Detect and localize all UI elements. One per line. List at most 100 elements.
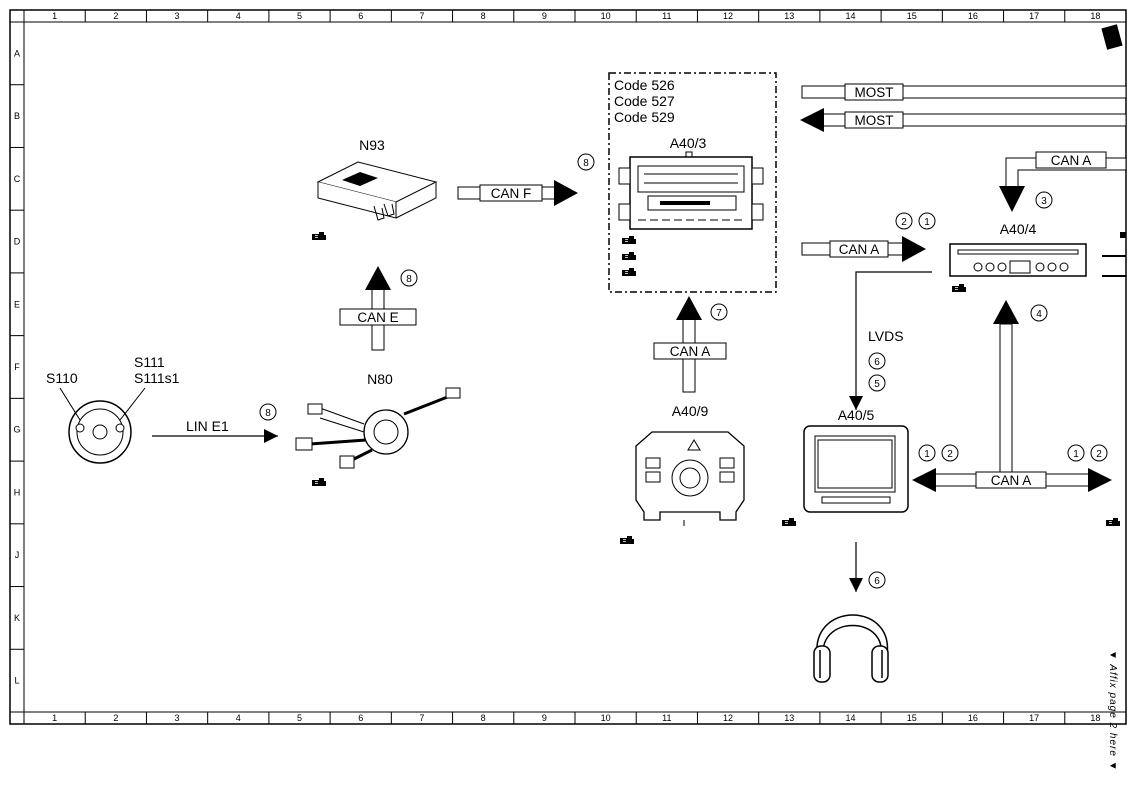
steering-wheel-icon: S111 S111s1 S110 [46,354,180,464]
most-bus-bottom: MOST [800,108,1127,132]
row-letter: J [15,550,20,560]
can-e-label: CAN E [357,310,398,325]
most-bus-top: MOST [801,83,1127,101]
svg-text:6: 6 [874,357,880,368]
column-number: 9 [542,11,547,21]
lin-e1-label: LIN E1 [186,418,229,434]
a40-3-head-unit: A40/3 [618,135,764,230]
svg-text:2: 2 [947,449,953,460]
column-number: 3 [175,11,180,21]
can-a-bus-vertical [993,300,1019,475]
column-number: 17 [1029,11,1039,21]
n80-reference-icon [311,477,327,487]
marker-6-headphones: 6 [868,571,886,589]
column-number: 5 [297,713,302,723]
row-letter: D [14,237,21,247]
can-e-bus: CAN E [339,266,417,351]
column-number: 3 [175,713,180,723]
a40-4-label: A40/4 [1000,221,1037,237]
column-number: 15 [907,713,917,723]
column-number: 17 [1029,713,1039,723]
a40-3-reference-icon-2 [621,251,637,261]
a40-3-label: A40/3 [670,135,707,151]
column-number: 4 [236,713,241,723]
svg-text:8: 8 [406,274,412,285]
svg-text:8: 8 [583,158,589,169]
n93-label: N93 [359,137,385,153]
svg-text:1: 1 [1073,449,1079,460]
column-number: 13 [784,713,794,723]
row-letter: K [14,613,20,623]
marker-1-a40-4: 1 [918,212,936,230]
marker-6-lvds: 6 [868,352,886,370]
s111s1-label: S111s1 [134,370,180,386]
column-number: 2 [113,11,118,21]
a40-5-display: A40/5 [803,407,909,513]
column-number: 11 [662,11,671,21]
row-letter: E [14,299,20,309]
row-letter: L [14,676,19,686]
column-number: 13 [784,11,794,21]
code-529: Code 529 [614,109,675,125]
n80-module: N80 [295,371,461,469]
marker-1-a40-5: 1 [918,444,936,462]
row-letter: C [14,174,21,184]
row-letter: G [13,425,20,435]
can-a-bus-a40-9: CAN A [653,296,727,393]
column-number: 12 [723,713,733,723]
code-527: Code 527 [614,93,675,109]
column-number: 10 [601,11,611,21]
column-number: 8 [481,713,486,723]
cutoff-marker [1120,232,1126,238]
a40-4-unit: A40/4 [949,221,1087,277]
row-letter: H [14,487,21,497]
can-a-bus-bottom: CAN A [912,468,1112,492]
marker-8-a40-3: 8 [577,153,595,171]
a40-9-controller: A40/9 [635,403,745,526]
row-letter: B [14,111,20,121]
column-number: 16 [968,11,978,21]
column-number: 14 [845,713,855,723]
marker-3: 3 [1035,191,1053,209]
column-number: 7 [419,713,424,723]
column-number: 7 [419,11,424,21]
column-number: 8 [481,11,486,21]
code-option-box [608,72,777,293]
column-number: 1 [52,11,57,21]
column-number: 4 [236,11,241,21]
can-f-bus: CAN F [457,180,578,206]
can-a-bus-top-right: CAN A [999,151,1127,212]
a40-4-reference-icon [951,283,967,293]
a40-3-reference-icon-3 [621,267,637,277]
most-label-bottom: MOST [855,113,894,128]
marker-8-lin: 8 [259,403,277,421]
affix-page-note: ▼ Affix page 2 here ▼ [1107,650,1118,772]
column-number: 16 [968,713,978,723]
column-number: 9 [542,713,547,723]
column-number: 15 [907,11,917,21]
lvds-label: LVDS [868,328,904,344]
svg-text:2: 2 [1096,449,1102,460]
marker-8-n93: 8 [400,269,418,287]
n93-module: N93 [316,137,438,221]
can-a-label-bottom: CAN A [991,473,1032,488]
column-number: 6 [358,11,363,21]
row-letter: F [14,362,20,372]
column-number: 10 [601,713,611,723]
n80-label: N80 [367,371,393,387]
marker-1-right: 1 [1067,444,1085,462]
marker-4: 4 [1030,304,1048,322]
svg-text:2: 2 [901,217,907,228]
s110-label: S110 [46,370,78,386]
can-a-label-to-a40-4: CAN A [839,242,880,257]
a40-9-reference-icon [619,535,635,545]
column-number: 18 [1090,11,1100,21]
most-label-top: MOST [855,85,894,100]
can-a-bus-to-a40-4: CAN A [801,236,926,262]
svg-text:8: 8 [265,408,271,419]
n93-reference-icon [311,231,327,241]
column-number: 2 [113,713,118,723]
can-a-label-a40-9: CAN A [670,344,711,359]
a40-5-reference-icon [781,517,797,527]
